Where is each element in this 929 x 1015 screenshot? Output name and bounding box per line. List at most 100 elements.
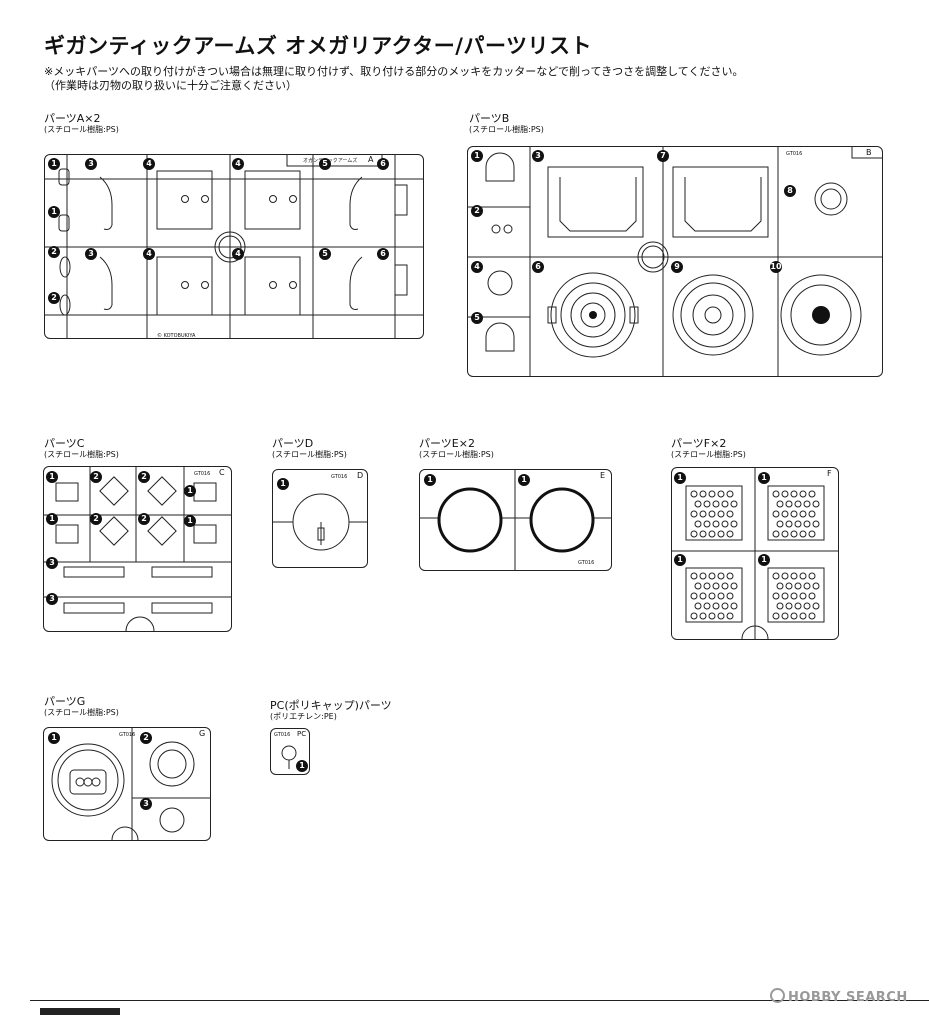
runner-d: GT016 D 1 xyxy=(272,469,368,568)
num-a-10: 4 xyxy=(232,248,244,260)
runner-a: オガンティックアームズ A © KOTOBUKIYA 1 1 2 2 3 3 4… xyxy=(44,154,424,339)
hole-mark xyxy=(708,612,716,620)
runner-d-tag: D xyxy=(357,471,364,480)
runner-e: GT016 E 1 1 xyxy=(419,469,612,571)
parts-f-label: パーツF×2 xyxy=(671,437,727,450)
hole-mark xyxy=(694,602,702,610)
hole-mark xyxy=(703,582,711,590)
num-c-5: 2 xyxy=(90,513,102,525)
num-d-1: 1 xyxy=(277,478,289,490)
hole-mark xyxy=(808,592,816,600)
runner-g-tag: G xyxy=(199,729,206,738)
hole-mark xyxy=(703,500,711,508)
hole-mark xyxy=(794,582,802,590)
parts-a-material: (スチロール樹脂:PS) xyxy=(44,125,119,134)
runner-pc-drawing xyxy=(281,745,297,769)
hole-mark xyxy=(772,572,780,580)
hole-mark xyxy=(712,500,720,508)
runner-pc: GT016 PC 1 xyxy=(270,728,310,775)
runner-pc-tag: PC xyxy=(297,730,307,738)
num-b-8: 8 xyxy=(784,185,796,197)
num-b-4: 4 xyxy=(471,261,483,273)
num-f-2: 1 xyxy=(758,472,770,484)
hole-mark xyxy=(794,520,802,528)
hole-mark xyxy=(717,530,725,538)
hole-mark xyxy=(690,530,698,538)
hole-mark xyxy=(690,612,698,620)
num-g-1: 1 xyxy=(48,732,60,744)
hole-mark xyxy=(772,490,780,498)
parts-b-material: (スチロール樹脂:PS) xyxy=(469,125,544,134)
hole-mark xyxy=(812,602,820,610)
hole-mark xyxy=(726,490,734,498)
hole-mark xyxy=(708,572,716,580)
runner-f: F 1 1 1 1 xyxy=(671,467,839,640)
hole-mark xyxy=(776,602,784,610)
num-a-6: 3 xyxy=(85,248,97,260)
hole-mark xyxy=(785,602,793,610)
hole-mark xyxy=(772,530,780,538)
hole-mark xyxy=(712,602,720,610)
parts-e-label: パーツE×2 xyxy=(419,437,475,450)
hole-mark xyxy=(703,520,711,528)
runner-e-drawing xyxy=(420,470,611,570)
hole-mark xyxy=(730,500,738,508)
num-a-1: 1 xyxy=(48,158,60,170)
runner-c: GT016 C 1 1 2 2 2 2 1 1 3 3 xyxy=(43,466,232,632)
hole-mark xyxy=(776,520,784,528)
hole-mark xyxy=(690,592,698,600)
runner-e-code: GT016 xyxy=(578,560,595,566)
num-b-10: 10 xyxy=(770,261,782,273)
num-f-3: 1 xyxy=(674,554,686,566)
parts-c-material: (スチロール樹脂:PS) xyxy=(44,450,119,459)
parts-d-material: (スチロール樹脂:PS) xyxy=(272,450,347,459)
watermark-text: HOBBY SEARCH xyxy=(788,990,908,1005)
num-a-2: 1 xyxy=(48,206,60,218)
hole-mark xyxy=(699,612,707,620)
hole-mark xyxy=(808,510,816,518)
footer-rule xyxy=(30,1000,929,1001)
hole-mark xyxy=(690,490,698,498)
parts-b-label: パーツB xyxy=(469,112,510,125)
watermark-icon xyxy=(770,988,785,1003)
num-f-4: 1 xyxy=(758,554,770,566)
hole-mark xyxy=(799,490,807,498)
num-c-3: 2 xyxy=(90,471,102,483)
hole-mark xyxy=(708,490,716,498)
hole-mark xyxy=(694,520,702,528)
hole-mark xyxy=(726,572,734,580)
parts-pc-label: PC(ポリキャップ)パーツ xyxy=(270,699,392,712)
hole-mark xyxy=(812,582,820,590)
num-e-1: 1 xyxy=(424,474,436,486)
hole-mark xyxy=(699,490,707,498)
hole-mark xyxy=(781,490,789,498)
hole-mark xyxy=(690,510,698,518)
num-c-7: 1 xyxy=(184,485,196,497)
num-c-6: 2 xyxy=(138,513,150,525)
num-b-1: 1 xyxy=(471,150,483,162)
runner-f-drawing xyxy=(672,468,838,639)
runner-b-tag: B xyxy=(866,148,872,157)
hole-mark xyxy=(730,602,738,610)
num-a-11: 5 xyxy=(319,158,331,170)
num-f-1: 1 xyxy=(674,472,686,484)
hole-mark xyxy=(803,520,811,528)
note-line-1: ※メッキパーツへの取り付けがきつい場合は無理に取り付けず、取り付ける部分のメッキ… xyxy=(44,65,744,78)
hole-mark xyxy=(799,592,807,600)
hole-mark xyxy=(699,592,707,600)
hole-mark xyxy=(726,612,734,620)
hole-mark xyxy=(803,602,811,610)
hole-mark xyxy=(794,602,802,610)
hole-mark xyxy=(712,520,720,528)
runner-c-code: GT016 xyxy=(194,471,211,477)
hole-mark xyxy=(781,572,789,580)
page-title: ギガンティックアームズ オメガリアクター/パーツリスト xyxy=(44,34,593,58)
runner-c-drawing xyxy=(44,467,231,631)
num-c-2: 1 xyxy=(46,513,58,525)
runner-g-code: GT016 xyxy=(119,732,136,738)
hole-mark xyxy=(790,510,798,518)
num-c-1: 1 xyxy=(46,471,58,483)
parts-e-material: (スチロール樹脂:PS) xyxy=(419,450,494,459)
hole-mark xyxy=(790,592,798,600)
parts-f-material: (スチロール樹脂:PS) xyxy=(671,450,746,459)
